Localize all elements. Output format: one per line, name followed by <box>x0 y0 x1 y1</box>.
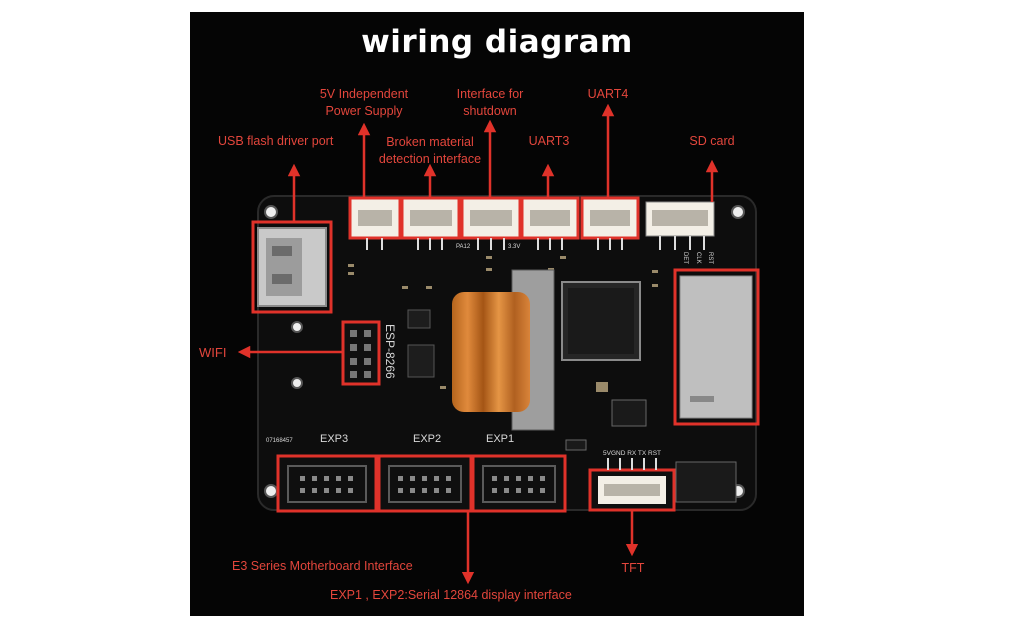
label-e3-interface: E3 Series Motherboard Interface <box>232 559 413 573</box>
silk-esp8266: ESP-8266 <box>383 324 397 379</box>
label-uart4: UART4 <box>587 87 629 101</box>
silk-code: 07168457 <box>266 438 293 444</box>
wifi-header <box>341 320 381 386</box>
small-chips <box>565 399 737 503</box>
label-tft: TFT <box>621 561 645 575</box>
ribbon-connector <box>452 269 555 431</box>
label-5v-power-line1: 5V Independent <box>319 87 409 101</box>
silk-sd-rst: RST <box>707 252 713 264</box>
label-wifi: WIFI <box>199 345 227 360</box>
regulator <box>407 309 435 378</box>
top-connectors <box>348 196 715 250</box>
exp-headers <box>276 454 567 513</box>
sd-card-slot <box>673 268 760 426</box>
label-usb-port: USB flash driver port <box>218 134 334 148</box>
label-sd-card: SD card <box>689 134 735 148</box>
usb-port <box>251 220 333 314</box>
label-broken-material-line1: Broken material <box>386 135 474 149</box>
tft-connector <box>588 458 676 512</box>
callout-arrows <box>237 103 719 585</box>
silk-sd-det: DET <box>682 252 688 264</box>
silk-exp2: EXP2 <box>413 433 441 445</box>
label-exp-display: EXP1 , EXP2:Serial 12864 display interfa… <box>330 588 572 602</box>
mcu-chip <box>561 281 641 361</box>
label-5v-power-line2: Power Supply <box>325 104 403 118</box>
silk-3v3: 3.3V <box>508 244 520 250</box>
diagram-title: wiring diagram <box>361 24 633 60</box>
silk-exp3: EXP3 <box>320 433 348 445</box>
silk-sd-clk: CLK <box>695 252 701 264</box>
silk-tft-pins: 5VGND RX TX RST <box>603 450 661 457</box>
label-uart3: UART3 <box>528 134 570 148</box>
silk-exp1: EXP1 <box>486 433 514 445</box>
label-shutdown-line1: Interface for <box>456 87 524 101</box>
label-broken-material-line2: detection interface <box>378 152 482 166</box>
silk-pa12: PA12 <box>456 244 471 250</box>
mounting-holes <box>264 205 745 498</box>
label-shutdown-line2: shutdown <box>463 104 517 118</box>
